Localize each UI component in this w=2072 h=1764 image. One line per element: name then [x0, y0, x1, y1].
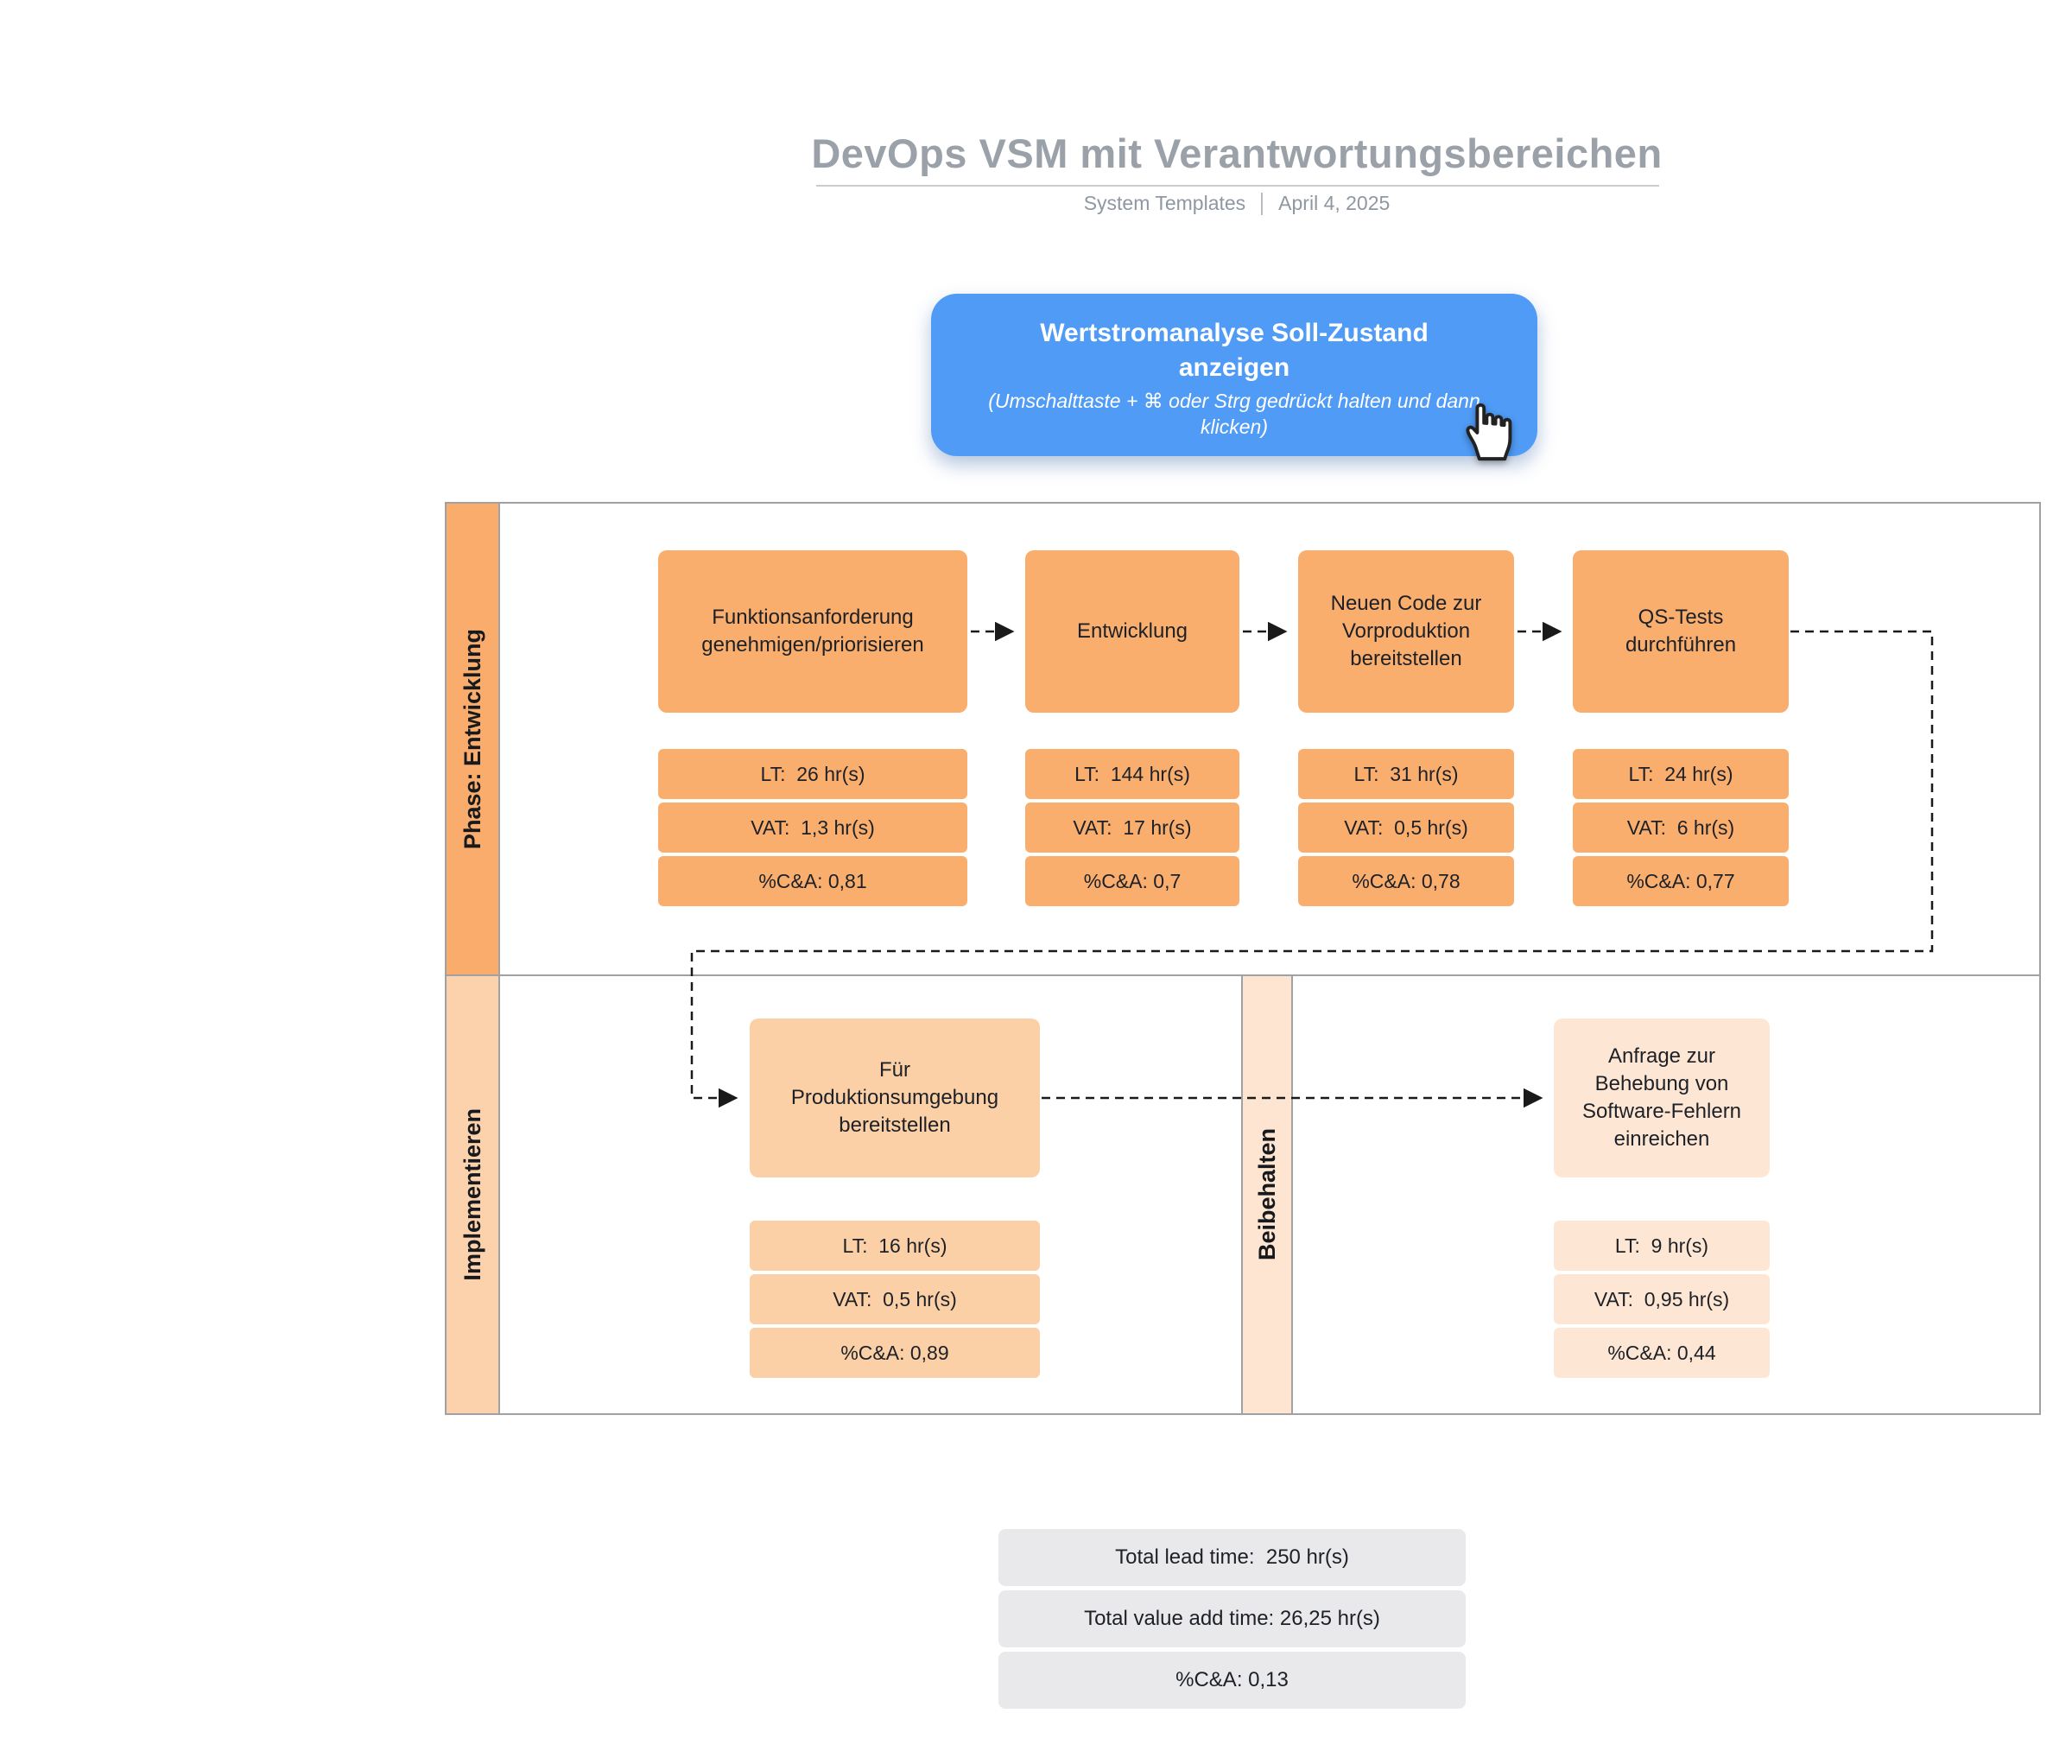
process-stats: LT: 31 hr(s) VAT: 0,5 hr(s) %C&A: 0,78 — [1298, 749, 1514, 906]
doc-source-label: System Templates — [1083, 192, 1246, 214]
stat-ca: %C&A: 0,78 — [1298, 856, 1514, 906]
stat-ca: %C&A: 0,81 — [658, 856, 967, 906]
lane-strip-maintain[interactable]: Beibehalten — [1241, 976, 1293, 1413]
summary-value-add-time: Total value add time: 26,25 hr(s) — [998, 1590, 1466, 1647]
stat-vat: VAT: 0,5 hr(s) — [750, 1274, 1040, 1324]
stat-ca: %C&A: 0,7 — [1025, 856, 1239, 906]
process-stats: LT: 9 hr(s) VAT: 0,95 hr(s) %C&A: 0,44 — [1554, 1221, 1770, 1378]
summary-lead-time: Total lead time: 250 hr(s) — [998, 1529, 1466, 1586]
summary-box: Total lead time: 250 hr(s) Total value a… — [998, 1529, 1466, 1709]
stat-lt: LT: 144 hr(s) — [1025, 749, 1239, 799]
lane-maintain-label: Beibehalten — [1253, 1128, 1280, 1261]
summary-ca: %C&A: 0,13 — [998, 1652, 1466, 1709]
stat-vat: VAT: 17 hr(s) — [1025, 803, 1239, 853]
subtitle-divider — [1261, 192, 1264, 215]
lane-strip-development[interactable]: Phase: Entwicklung — [447, 504, 500, 974]
stat-ca: %C&A: 0,89 — [750, 1328, 1040, 1378]
process-box[interactable]: Neuen Code zur Vorproduktion bereitstell… — [1298, 550, 1514, 713]
process-box[interactable]: Anfrage zur Behebung von Software-Fehler… — [1554, 1018, 1770, 1177]
show-target-state-callout[interactable]: Wertstromanalyse Soll-Zustand anzeigen (… — [931, 294, 1537, 461]
page-title: DevOps VSM mit Verantwortungsbereichen — [811, 130, 1663, 176]
subtitle: System Templates April 4, 2025 — [805, 192, 1669, 215]
process-stats: LT: 24 hr(s) VAT: 6 hr(s) %C&A: 0,77 — [1573, 749, 1789, 906]
process-label: Neuen Code zur Vorproduktion bereitstell… — [1330, 592, 1482, 670]
stat-ca: %C&A: 0,77 — [1573, 856, 1789, 906]
stat-lt: LT: 31 hr(s) — [1298, 749, 1514, 799]
lane-development-label: Phase: Entwicklung — [459, 628, 485, 850]
stat-lt: LT: 26 hr(s) — [658, 749, 967, 799]
stat-lt: LT: 16 hr(s) — [750, 1221, 1040, 1271]
stat-lt: LT: 24 hr(s) — [1573, 749, 1789, 799]
vsm-diagram-frame — [445, 502, 2041, 1415]
process-box[interactable]: Für Produktionsumgebung bereitstellen — [750, 1018, 1040, 1177]
callout-hint: (Umschalttaste + ⌘ oder Strg gedrückt ha… — [988, 389, 1480, 438]
stat-vat: VAT: 6 hr(s) — [1573, 803, 1789, 853]
stat-vat: VAT: 1,3 hr(s) — [658, 803, 967, 853]
stat-ca: %C&A: 0,44 — [1554, 1328, 1770, 1378]
lane-implement-label: Implementieren — [459, 1108, 485, 1281]
stat-lt: LT: 9 hr(s) — [1554, 1221, 1770, 1271]
process-box[interactable]: QS-Tests durchführen — [1573, 550, 1789, 713]
process-box[interactable]: Entwicklung — [1025, 550, 1239, 713]
callout-title: Wertstromanalyse Soll-Zustand anzeigen — [1040, 319, 1429, 382]
process-stats: LT: 26 hr(s) VAT: 1,3 hr(s) %C&A: 0,81 — [658, 749, 967, 906]
process-label: Entwicklung — [1076, 619, 1188, 644]
process-label: QS-Tests durchführen — [1625, 606, 1737, 657]
lane-strip-implement[interactable]: Implementieren — [447, 976, 500, 1413]
process-label: Funktionsanforderung genehmigen/priorisi… — [701, 606, 924, 657]
process-label: Für Produktionsumgebung bereitstellen — [790, 1058, 999, 1137]
process-stats: LT: 16 hr(s) VAT: 0,5 hr(s) %C&A: 0,89 — [750, 1221, 1040, 1378]
process-box[interactable]: Funktionsanforderung genehmigen/priorisi… — [658, 550, 967, 713]
process-stats: LT: 144 hr(s) VAT: 17 hr(s) %C&A: 0,7 — [1025, 749, 1239, 906]
title-underline — [816, 185, 1659, 187]
stat-vat: VAT: 0,5 hr(s) — [1298, 803, 1514, 853]
stat-vat: VAT: 0,95 hr(s) — [1554, 1274, 1770, 1324]
doc-date-label: April 4, 2025 — [1278, 192, 1391, 214]
process-label: Anfrage zur Behebung von Software-Fehler… — [1581, 1044, 1742, 1151]
